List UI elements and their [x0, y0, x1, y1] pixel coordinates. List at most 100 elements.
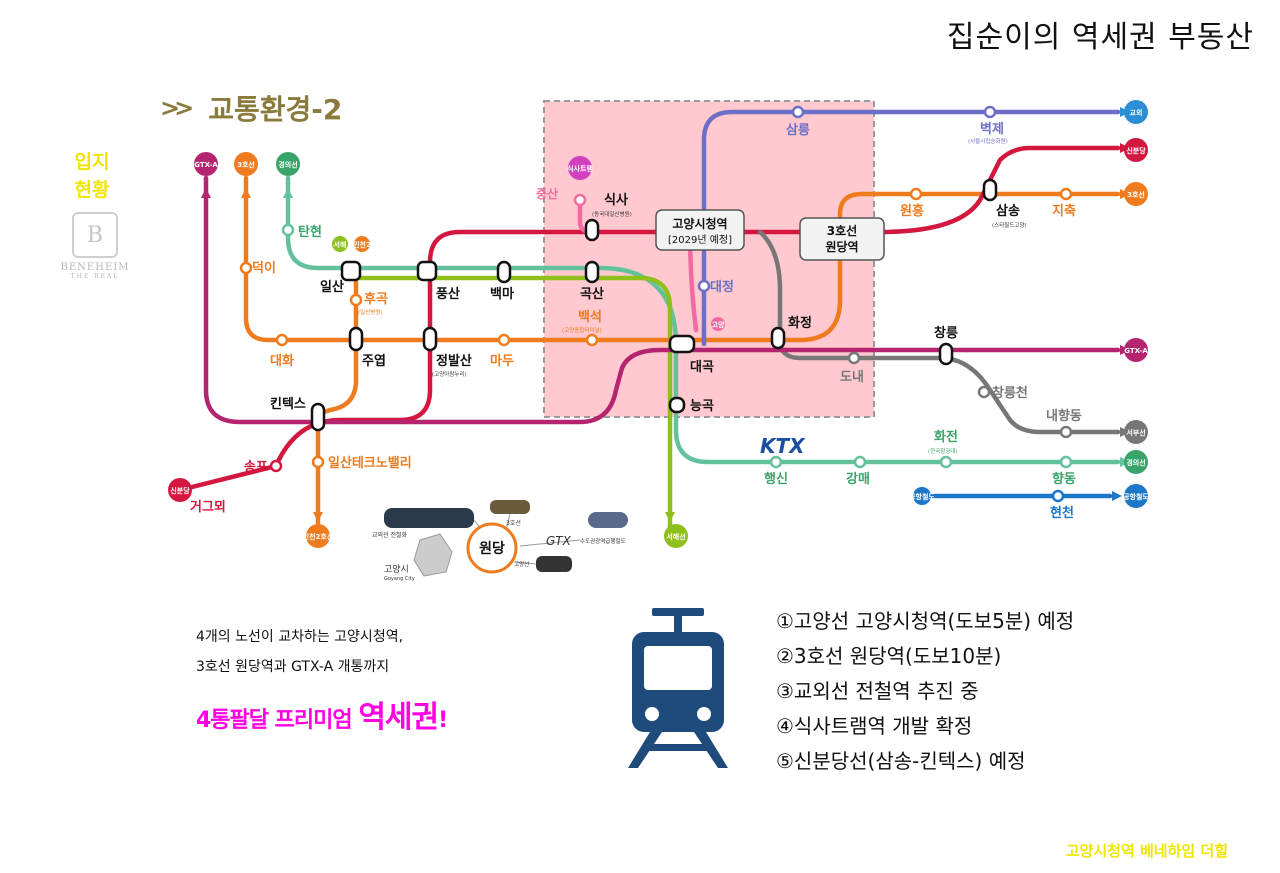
- key-point: ②3호선 원당역(도보10분): [776, 644, 1002, 668]
- svg-text:원당역: 원당역: [825, 239, 858, 254]
- station-juyeop: 주엽: [362, 354, 386, 369]
- wondang-inset: 원당 교외선 전철화 고양시 Goyang City 3호선 GTX 수도권광역…: [372, 500, 628, 582]
- line-gyeongui: [285, 175, 1121, 465]
- station-wonheung: 원흥: [900, 203, 924, 219]
- badge-gtxa-top: GTX-A: [194, 161, 218, 169]
- crest-icon: B: [72, 212, 118, 258]
- key-point: ⑤신분당선(삼송-킨텍스) 예정: [776, 749, 1026, 773]
- logo-sub: THE REAL: [70, 273, 120, 280]
- promo-highlight: 역세권: [358, 700, 439, 735]
- station-gangmae: 강매: [846, 471, 870, 487]
- station-jeongbalsan: 정발산: [436, 353, 472, 369]
- station-pungsan: 풍산: [436, 286, 460, 302]
- promo-prefix: 4통팔달 프리미엄: [196, 708, 359, 733]
- station-box-goyang-city: 고양시청역 [2029년 예정]: [655, 209, 745, 251]
- promo-text: 4통팔달 프리미엄 역세권!: [196, 692, 448, 736]
- footer-note: 고양시청역 베네하임 더힐: [1065, 842, 1228, 860]
- svg-text:고양시청역: 고양시청역: [672, 216, 727, 231]
- badge-gtxa-right: GTX-A: [1124, 347, 1148, 355]
- station-sanup: 일산테크노밸리: [328, 455, 412, 471]
- key-point: ①고양선 고양시청역(도보5분) 예정: [776, 609, 1075, 633]
- station-kintex: 킨텍스: [270, 396, 306, 412]
- station-jungsan: 중산: [536, 186, 558, 201]
- badge-line3-top: 3호선: [237, 160, 255, 169]
- station-naehyangdong: 내향동: [1046, 408, 1082, 424]
- station-samsong: 삼송: [996, 203, 1020, 219]
- station-baekseok: 백석: [578, 310, 602, 325]
- badge-gonghang-right: 공항철도: [1123, 492, 1149, 501]
- inset-label-gtx-sub: 수도권광역급행철도: [580, 537, 626, 545]
- station-donae: 도내: [840, 369, 864, 385]
- station-baekma: 백마: [490, 286, 514, 302]
- station-daehwa: 대화: [270, 353, 294, 369]
- page-title: 집순이의 역세권 부동산: [946, 20, 1254, 55]
- inset-label-3: 3호선: [506, 519, 521, 527]
- section-heading: >> 교통환경-2: [160, 88, 342, 128]
- station-samneung: 삼릉: [786, 122, 810, 138]
- badge-sinbun-left: 신분당: [170, 486, 190, 495]
- station-baekseok-sub: (고양종합터미널): [562, 326, 602, 334]
- inset-label-tl: 교외선 전철화: [372, 531, 408, 539]
- station-samsong-sub: (스타필드고양): [992, 221, 1027, 229]
- station-ilsan: 일산: [320, 279, 344, 295]
- station-geogeuwoe: 거그뫼: [190, 499, 226, 515]
- station-jeongbalsan-sub: (고양아람누리): [432, 370, 467, 378]
- station-hyeoncheon: 현천: [1050, 505, 1074, 521]
- key-point: ④식사트램역 개발 확정: [776, 714, 973, 738]
- description-line1: 4개의 노선이 교차하는 고양시청역,: [196, 629, 404, 645]
- station-deogi: 덕이: [252, 260, 276, 276]
- badge-goyang-small: 고양: [712, 320, 725, 329]
- station-changneungcheon: 창릉천: [992, 385, 1028, 401]
- station-sinsa-sub: (동국대일산병원): [592, 210, 632, 218]
- beneheim-logo: B BENEHEIM THE REAL: [50, 212, 140, 280]
- station-sinsa: 식사: [604, 192, 628, 208]
- badge-gyeongui-right: 경의선: [1126, 458, 1145, 467]
- station-neunggok: 능곡: [690, 399, 714, 414]
- badge-seohae-bottom: 서해선: [666, 532, 685, 541]
- station-hwajeong: 화정: [788, 315, 812, 331]
- badge-small-b: 인천2: [353, 240, 371, 249]
- station-daejeong: 대정: [710, 279, 734, 295]
- badge-small-a: 서해: [334, 240, 347, 249]
- station-box-wondang: 3호선 원당역: [799, 217, 885, 261]
- badge-gyooe-right: 교외: [1130, 108, 1143, 117]
- station-hwajeon: 화전: [934, 429, 958, 445]
- station-changneung: 창릉: [934, 325, 958, 341]
- inset-label-city: 고양시: [384, 564, 409, 575]
- badge-gonghang-left: 공항철도: [909, 492, 935, 501]
- description-line2: 3호선 원당역과 GTX-A 개통까지: [196, 659, 390, 675]
- line-gtxa: [203, 175, 1121, 425]
- station-byeokje-sub: (서울시립승화원): [968, 137, 1008, 145]
- station-dots: [239, 105, 1073, 503]
- key-points-list: ①고양선 고양시청역(도보5분) 예정 ②3호선 원당역(도보10분) ③교외선…: [776, 604, 1074, 779]
- svg-text:3호선: 3호선: [827, 223, 857, 238]
- inset-center: 원당: [479, 540, 505, 557]
- station-hwajeon-sub: (한국항공대): [928, 447, 958, 455]
- ktx-logo: KTX: [760, 434, 806, 458]
- line-ilsan-branch: [315, 279, 359, 417]
- station-songpo: 송포: [244, 460, 268, 475]
- train-icon: [628, 608, 728, 768]
- badge-gyeongui-top: 경의선: [278, 160, 297, 169]
- badge-incheon2-bottom: 인천2호선: [303, 532, 334, 541]
- station-jichuk: 지축: [1052, 203, 1076, 219]
- badge-sinsa-tram: 식사트램: [567, 164, 593, 173]
- badge-line3-right: 3호선: [1127, 190, 1145, 199]
- side-label-line2: 현황: [74, 179, 110, 201]
- svg-text:[2029년 예정]: [2029년 예정]: [668, 234, 732, 246]
- section-title: 교통환경-2: [208, 93, 343, 126]
- badge-seobu-right: 서부선: [1126, 428, 1145, 437]
- station-haengsin: 행신: [764, 471, 788, 487]
- side-label: 입지 현황: [62, 148, 122, 204]
- inset-label-goyang: 고양선: [514, 560, 529, 568]
- line-goyang: [701, 109, 1121, 347]
- station-tanhyeon: 탄현: [298, 224, 322, 240]
- station-goksan: 곡산: [580, 286, 604, 302]
- logo-name: BENEHEIM: [60, 262, 130, 273]
- side-label-line1: 입지: [74, 151, 110, 173]
- line-3: [243, 175, 1121, 343]
- badge-sinbun-right: 신분당: [1126, 146, 1146, 155]
- station-madu: 마두: [490, 353, 514, 369]
- station-hugok-sub: (일산병원): [358, 308, 383, 316]
- promo-suffix: !: [438, 708, 448, 733]
